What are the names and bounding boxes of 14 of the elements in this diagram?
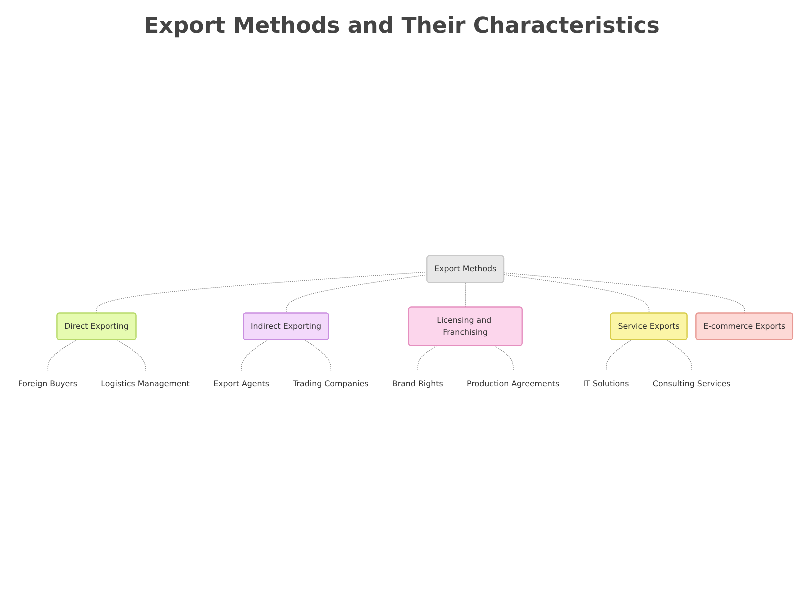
connector <box>96 272 428 314</box>
connector <box>465 282 466 308</box>
connector <box>494 346 514 372</box>
connector <box>304 340 332 372</box>
diagram-title: Export Methods and Their Characteristics <box>144 14 660 39</box>
connector <box>418 346 438 372</box>
connector <box>48 340 77 372</box>
connector <box>666 340 692 372</box>
connector <box>504 274 650 314</box>
connector <box>286 274 428 314</box>
connector <box>504 272 746 314</box>
connector <box>606 340 632 372</box>
connector <box>241 340 268 372</box>
connector <box>117 340 146 372</box>
